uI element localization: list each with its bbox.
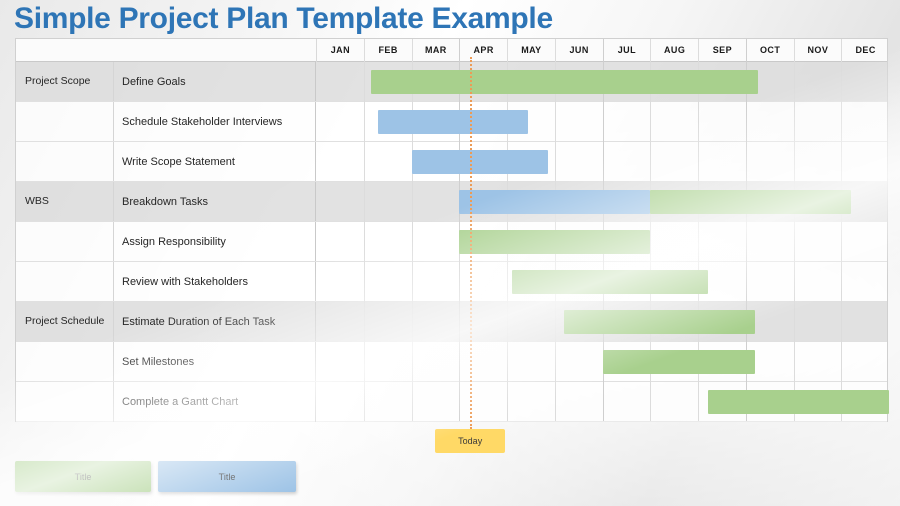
gantt-bar-blue[interactable] [378, 110, 529, 134]
month-header-jan: JAN [316, 39, 364, 62]
page-title: Simple Project Plan Template Example [14, 2, 553, 35]
task-cell: Breakdown Tasks [114, 182, 316, 221]
month-header-oct: OCT [745, 39, 794, 62]
task-cell: Set Milestones [114, 342, 316, 381]
gantt-bar-green[interactable] [602, 350, 756, 374]
month-header-aug: AUG [650, 39, 698, 62]
task-cell: Schedule Stakeholder Interviews [114, 102, 316, 141]
grid-line [841, 39, 843, 421]
month-header-mar: MAR [411, 39, 460, 62]
phase-cell [16, 222, 114, 261]
grid-line [793, 39, 795, 421]
today-line [470, 57, 473, 429]
month-header-dec: DEC [841, 39, 889, 62]
gantt-bar-green[interactable] [459, 230, 651, 254]
phase-cell [16, 102, 114, 141]
phase-cell [16, 262, 114, 301]
phase-cell [16, 342, 114, 381]
table-row[interactable]: Assign Responsibility [16, 222, 887, 262]
grid-line [745, 39, 747, 421]
phase-cell: Project Scope [16, 62, 114, 101]
header-label-cell [16, 39, 316, 62]
gantt-bar-blue[interactable] [459, 190, 651, 214]
grid-line [363, 39, 365, 421]
month-header-jul: JUL [602, 39, 651, 62]
gantt-bar-green[interactable] [511, 270, 708, 294]
legend-item-blue[interactable]: Title [158, 461, 296, 492]
phase-cell [16, 382, 114, 422]
grid-line [411, 39, 413, 421]
month-header-apr: APR [459, 39, 507, 62]
gantt-bar-green[interactable] [370, 70, 758, 94]
gantt-bar-blue[interactable] [411, 150, 548, 174]
legend-item-green[interactable]: Title [15, 461, 151, 492]
legend-label: Title [74, 471, 92, 482]
task-cell: Define Goals [114, 62, 316, 101]
gantt-bar-green[interactable] [707, 390, 889, 414]
month-header-nov: NOV [793, 39, 842, 62]
task-cell: Review with Stakeholders [114, 262, 316, 301]
month-header-feb: FEB [363, 39, 412, 62]
grid-line [698, 39, 699, 421]
gantt-bar-green[interactable] [650, 190, 851, 214]
month-header-jun: JUN [554, 39, 603, 62]
legend-label: Title [218, 471, 236, 482]
grid-line [650, 39, 652, 421]
task-cell: Complete a Gantt Chart [114, 382, 316, 422]
gantt-bar-green[interactable] [564, 310, 756, 334]
today-marker: Today [435, 429, 506, 453]
task-cell: Write Scope Statement [114, 142, 316, 181]
task-cell: Estimate Duration of Each Task [114, 302, 316, 341]
table-row[interactable]: Set Milestones [16, 342, 887, 382]
table-row[interactable]: Review with Stakeholders [16, 262, 887, 302]
month-header-may: MAY [507, 39, 555, 62]
phase-cell: WBS [16, 182, 114, 221]
phase-cell: Project Schedule [16, 302, 114, 341]
phase-cell [16, 142, 114, 181]
task-cell: Assign Responsibility [114, 222, 316, 261]
month-header-sep: SEP [698, 39, 746, 62]
